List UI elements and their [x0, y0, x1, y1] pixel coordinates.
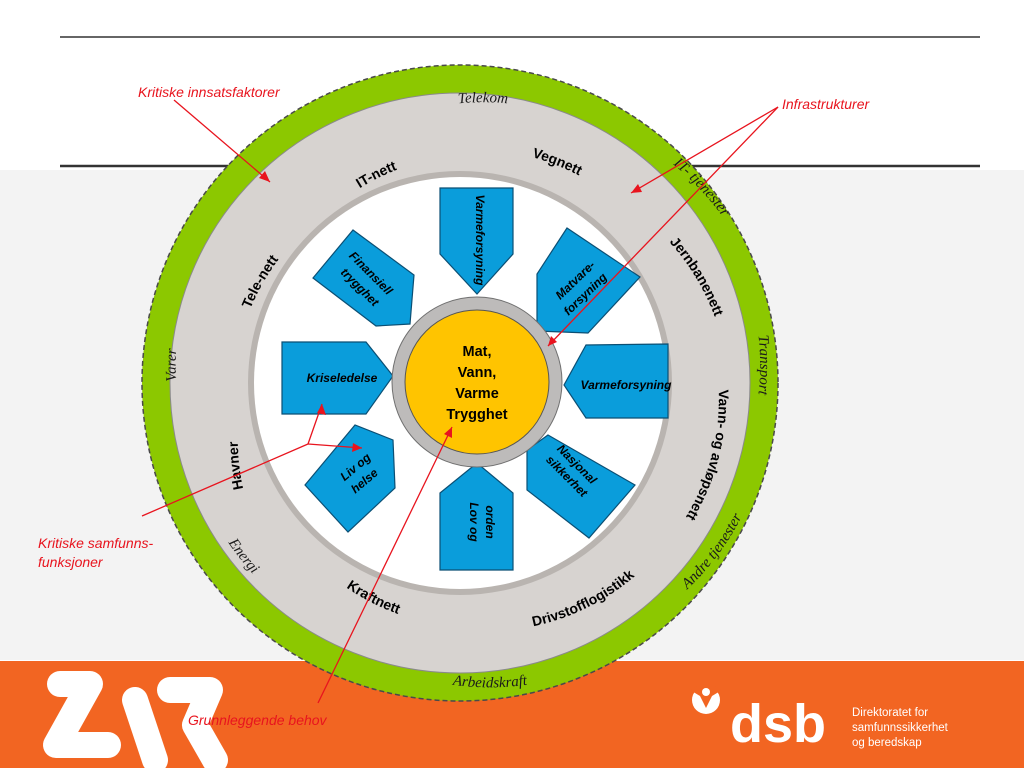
core-line-3: Varme	[455, 386, 499, 402]
callout-lines	[141, 99, 779, 704]
segment-bottom-label-1: Lov og	[467, 502, 481, 542]
dsb-wordmark: dsb	[730, 694, 826, 754]
segment-top-left	[312, 229, 415, 327]
outer-ring-label-varer: Varer	[164, 348, 181, 382]
segment-top-label: Varmeforsyning	[473, 195, 487, 287]
dsb-org-line-3: og beredskap	[852, 737, 922, 749]
segment-top-right	[536, 227, 641, 334]
callout-kritiske-samfunns-2: funksjoner	[38, 554, 104, 570]
core-line-4: Trygghet	[446, 407, 507, 423]
core-line-1: Mat,	[463, 344, 492, 360]
callout-arrow-infrastruktur-1	[630, 106, 779, 194]
arrowhead-infrastruktur-1	[631, 184, 642, 193]
arrowhead-samfunn-2	[352, 443, 362, 452]
outer-ring-label-transport: Transport	[754, 334, 772, 396]
core-circle	[404, 309, 550, 455]
core-line-2: Vann,	[458, 365, 497, 381]
dsb-org-line-2: samfunnssikkerhet	[852, 722, 949, 734]
segment-right-label: Varmeforsyning	[581, 378, 673, 392]
callout-kritiske-samfunns-1: Kritiske samfunns-	[38, 535, 153, 551]
dsb-org-line-1: Direktoratet for	[852, 707, 928, 719]
segment-group	[281, 187, 669, 571]
segment-bottom	[439, 462, 514, 571]
dsb-logo: dsb Direktoratet for samfunnssikkerhet o…	[690, 672, 949, 754]
callout-grunnleggende-behov: Grunnleggende behov	[188, 712, 328, 728]
arrowhead-samfunn-1	[317, 404, 326, 415]
segment-top	[439, 187, 514, 295]
outer-ring-label-arbeidskraft: Arbeidskraft	[451, 673, 529, 692]
callout-arrow-infrastruktur-2	[547, 106, 779, 347]
middle-ring-label-havner: Havner	[225, 441, 246, 491]
arrowhead-innsatsfaktorer	[259, 171, 270, 182]
callout-kritiske-innsatsfaktorer: Kritiske innsatsfaktorer	[138, 84, 281, 100]
arrowhead-infrastruktur-2	[548, 336, 557, 346]
dsb-star-icon	[690, 672, 722, 714]
outer-ring-label-telekom: Telekom	[457, 90, 508, 107]
segment-left	[281, 341, 394, 415]
callout-arrow-behov	[317, 426, 453, 704]
footer-logo-graphic	[43, 671, 228, 768]
segment-bottom-left	[304, 424, 396, 533]
arrowhead-behov	[444, 427, 452, 438]
core-text: Mat, Vann, Varme Trygghet	[446, 344, 507, 423]
callout-infrastrukturer: Infrastrukturer	[782, 96, 870, 112]
segment-left-label: Kriseledelse	[307, 371, 378, 385]
callout-arrowheads	[259, 171, 642, 452]
segment-bottom-label-2: orden	[483, 505, 497, 538]
callout-arrow-innsatsfaktorer	[173, 99, 271, 183]
segment-right	[563, 343, 669, 419]
